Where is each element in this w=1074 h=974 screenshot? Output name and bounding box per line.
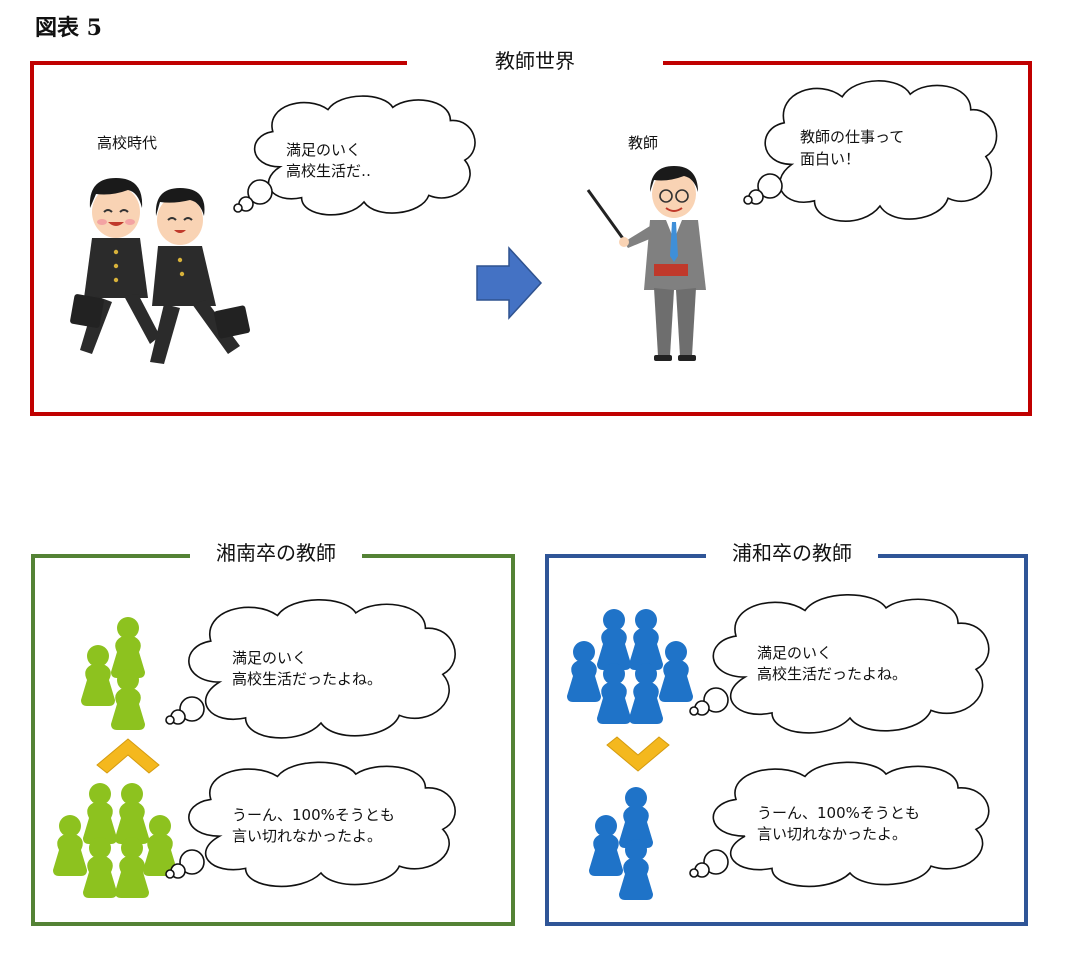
top-right-bubble-line-1: 教師の仕事って — [800, 128, 905, 146]
urawa-bottom-bubble-line-1: うーん、100%そうとも — [757, 804, 920, 822]
top-left-bubble-line-1: 満足のいく — [286, 141, 362, 159]
shonan-satisfied-group — [81, 617, 145, 730]
urawa-top-bubble-line-2: 高校生活だったよね。 — [757, 665, 908, 683]
shonan-bottom-thought-bubble — [165, 761, 457, 888]
shonan-top-bubble-line-1: 満足のいく — [232, 649, 308, 667]
urawa-top-bubble-line-1: 満足のいく — [757, 644, 833, 662]
urawa-panel-title: 浦和卒の教師 — [706, 538, 878, 568]
teacher-illustration — [586, 166, 706, 361]
top-right-thought-bubble — [743, 79, 998, 223]
shonan-panel-title: 湘南卒の教師 — [190, 538, 362, 568]
shonan-bottom-bubble-line-1: うーん、100%そうとも — [232, 806, 395, 824]
top-left-thought-bubble — [233, 95, 476, 216]
urawa-greater-than-chevron — [606, 736, 670, 772]
students-illustration — [70, 178, 251, 364]
shonan-less-than-chevron — [96, 738, 160, 774]
student-left — [70, 178, 160, 354]
teacher-caption: 教師 — [628, 134, 659, 152]
student-right — [150, 188, 251, 364]
top-right-bubble-line-2: 面白い！ — [800, 150, 861, 168]
shonan-top-thought-bubble — [165, 598, 457, 740]
top-left-bubble-line-2: 高校生活だ‥ — [286, 162, 372, 180]
high-school-caption: 高校時代 — [97, 134, 158, 152]
figure-label: 図表 5 — [35, 15, 102, 41]
urawa-bottom-thought-bubble — [689, 761, 990, 888]
shonan-bottom-bubble-line-2: 言い切れなかったよ。 — [232, 827, 383, 845]
urawa-unsure-group — [589, 787, 653, 900]
urawa-top-thought-bubble — [689, 593, 990, 735]
shonan-top-bubble-line-2: 高校生活だったよね。 — [232, 670, 383, 688]
urawa-satisfied-group — [567, 609, 693, 724]
urawa-bottom-bubble-line-2: 言い切れなかったよ。 — [757, 825, 908, 843]
top-panel-title: 教師世界 — [407, 46, 663, 76]
right-arrow-icon — [476, 246, 543, 320]
